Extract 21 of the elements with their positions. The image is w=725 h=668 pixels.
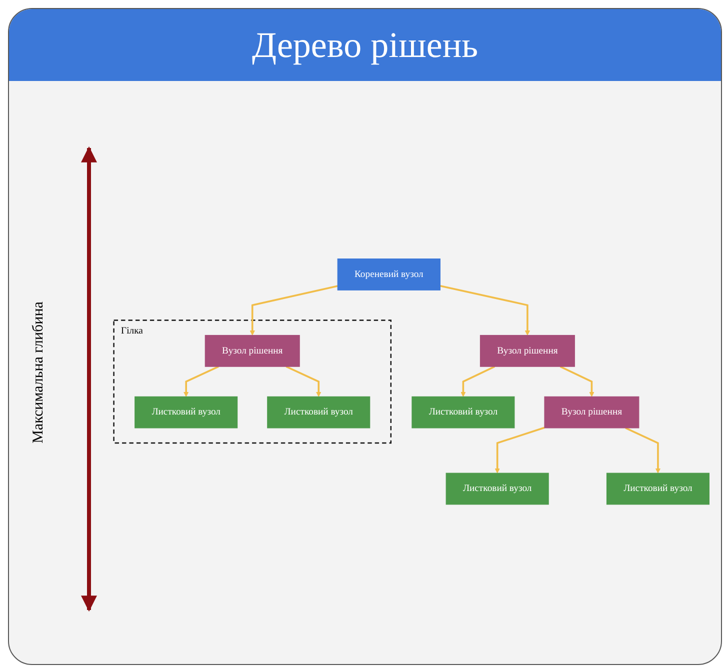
- card-background: Дерево рішень Максимальна глибина Гілка Кореневий вузол Вузол рішення Листковий вузол Вузол рішення Листковий вузол Листковий вузол Вузол рішення Листковий вузол Листковий вузол: [8, 8, 722, 665]
- arrow: [286, 366, 322, 397]
- arrow: [560, 366, 594, 397]
- axis-label: Максимальна глибина: [30, 300, 48, 446]
- arrow: [494, 426, 545, 474]
- node-box: [267, 396, 370, 428]
- node-box: [446, 472, 549, 505]
- node-box: [412, 396, 515, 428]
- node-box: [134, 396, 238, 428]
- node-box: [480, 334, 575, 367]
- node-box: [337, 258, 440, 290]
- arrow: [250, 284, 338, 336]
- arrow: [183, 366, 219, 397]
- node-box: [204, 334, 300, 367]
- title: Дерево рішень: [9, 9, 721, 81]
- node-box: [544, 396, 640, 428]
- cluster: [113, 319, 392, 444]
- arrow: [625, 427, 661, 474]
- arrow: [440, 284, 530, 336]
- arrow: [460, 366, 496, 397]
- node-box: [606, 472, 710, 505]
